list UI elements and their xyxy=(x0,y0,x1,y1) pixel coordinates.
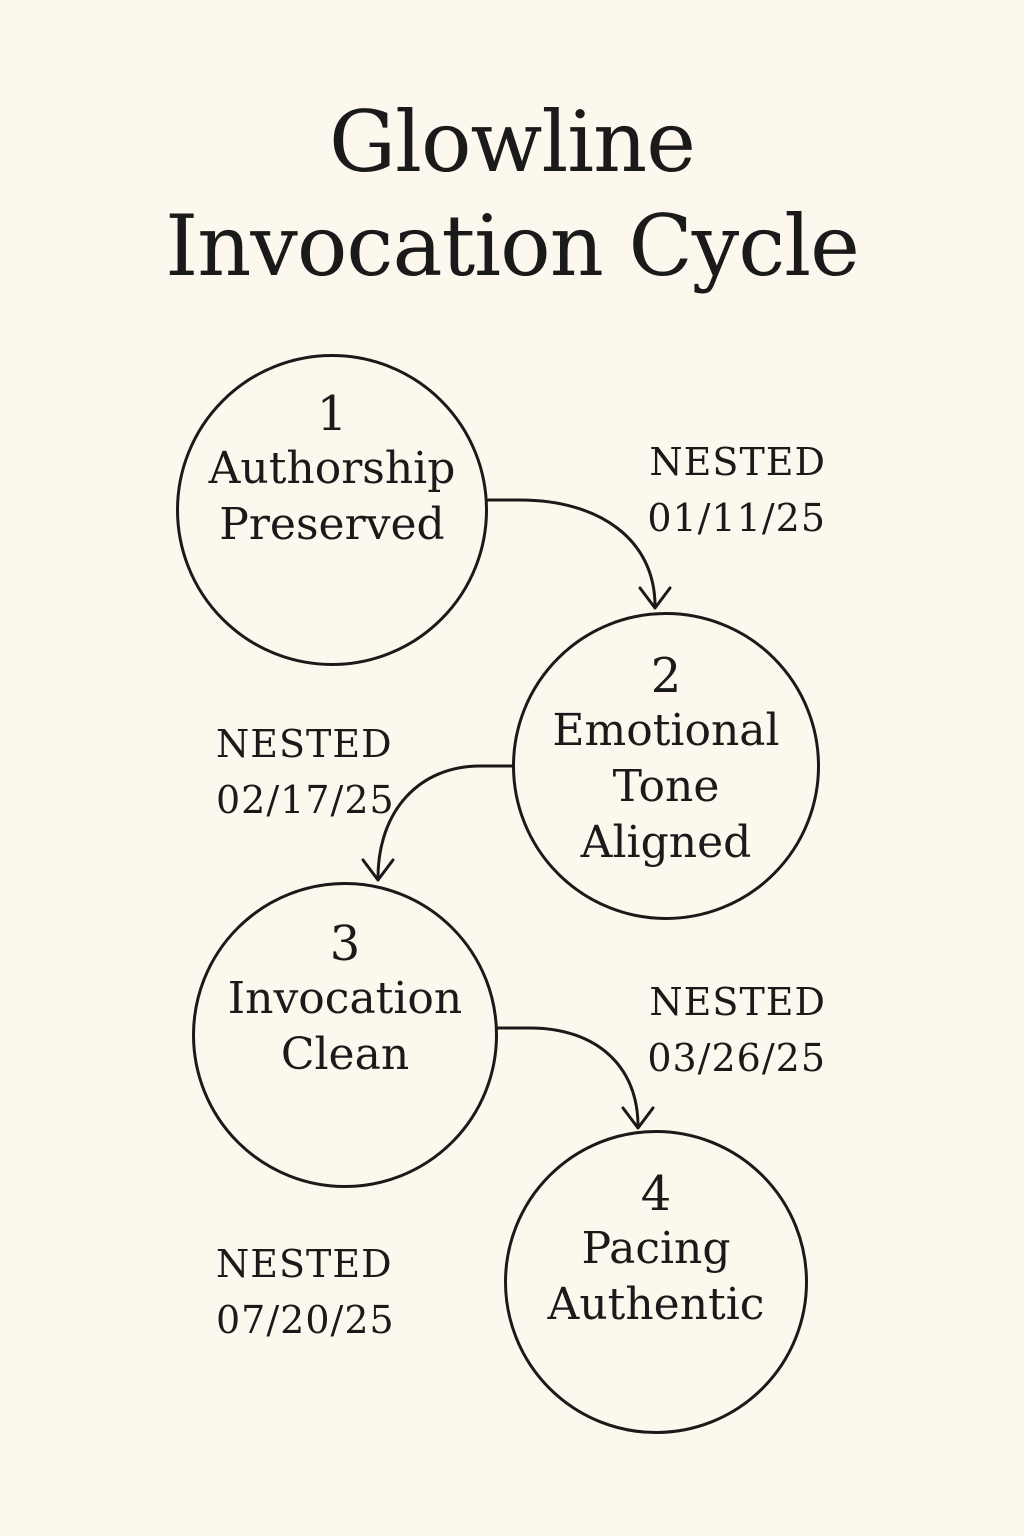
step-label-line: Clean xyxy=(280,1029,410,1080)
step-number: 2 xyxy=(650,648,682,704)
step-label-line: Invocation xyxy=(227,973,463,1024)
step-label: Emotional Tone Aligned xyxy=(542,703,789,871)
transition-date: 03/26/25 xyxy=(647,1036,826,1080)
transition-annotation-2: NESTED 02/17/25 xyxy=(216,716,395,828)
transition-status: NESTED xyxy=(649,440,826,484)
step-label-line: Pacing xyxy=(581,1223,731,1274)
transition-status: NESTED xyxy=(216,722,393,766)
diagram-title: Glowline Invocation Cycle xyxy=(0,90,1024,298)
transition-status: NESTED xyxy=(649,980,826,1024)
step-label-line: Emotional xyxy=(552,705,780,756)
title-line-2: Invocation Cycle xyxy=(165,197,860,295)
transition-annotation-4: NESTED 07/20/25 xyxy=(216,1236,395,1348)
step-node-1: 1 Authorship Preserved xyxy=(176,354,488,666)
step-label-line: Aligned xyxy=(580,817,752,868)
step-node-3: 3 Invocation Clean xyxy=(192,882,498,1188)
transition-date: 01/11/25 xyxy=(647,496,826,540)
arrowhead-2-to-3 xyxy=(361,858,395,882)
transition-date: 07/20/25 xyxy=(216,1298,395,1342)
step-node-2: 2 Emotional Tone Aligned xyxy=(512,612,820,920)
title-line-1: Glowline xyxy=(329,93,696,191)
transition-status: NESTED xyxy=(216,1242,393,1286)
step-label-line: Tone xyxy=(612,761,720,812)
step-label-line: Authentic xyxy=(547,1279,765,1330)
step-label: Pacing Authentic xyxy=(538,1221,775,1333)
step-label: Authorship Preserved xyxy=(199,441,466,553)
step-label-line: Authorship xyxy=(208,443,456,494)
transition-annotation-3: NESTED 03/26/25 xyxy=(647,974,826,1086)
transition-annotation-1: NESTED 01/11/25 xyxy=(647,434,826,546)
arrow-3-to-4 xyxy=(496,1026,640,1128)
step-label: Invocation Clean xyxy=(218,971,473,1083)
step-node-4: 4 Pacing Authentic xyxy=(504,1130,808,1434)
step-number: 1 xyxy=(316,386,348,442)
transition-date: 02/17/25 xyxy=(216,778,395,822)
arrowhead-1-to-2 xyxy=(638,586,672,610)
step-number: 3 xyxy=(329,916,361,972)
arrow-2-to-3 xyxy=(376,764,514,880)
arrowhead-3-to-4 xyxy=(621,1106,655,1130)
step-label-line: Preserved xyxy=(219,499,445,550)
arrow-1-to-2 xyxy=(486,498,657,608)
step-number: 4 xyxy=(640,1166,672,1222)
